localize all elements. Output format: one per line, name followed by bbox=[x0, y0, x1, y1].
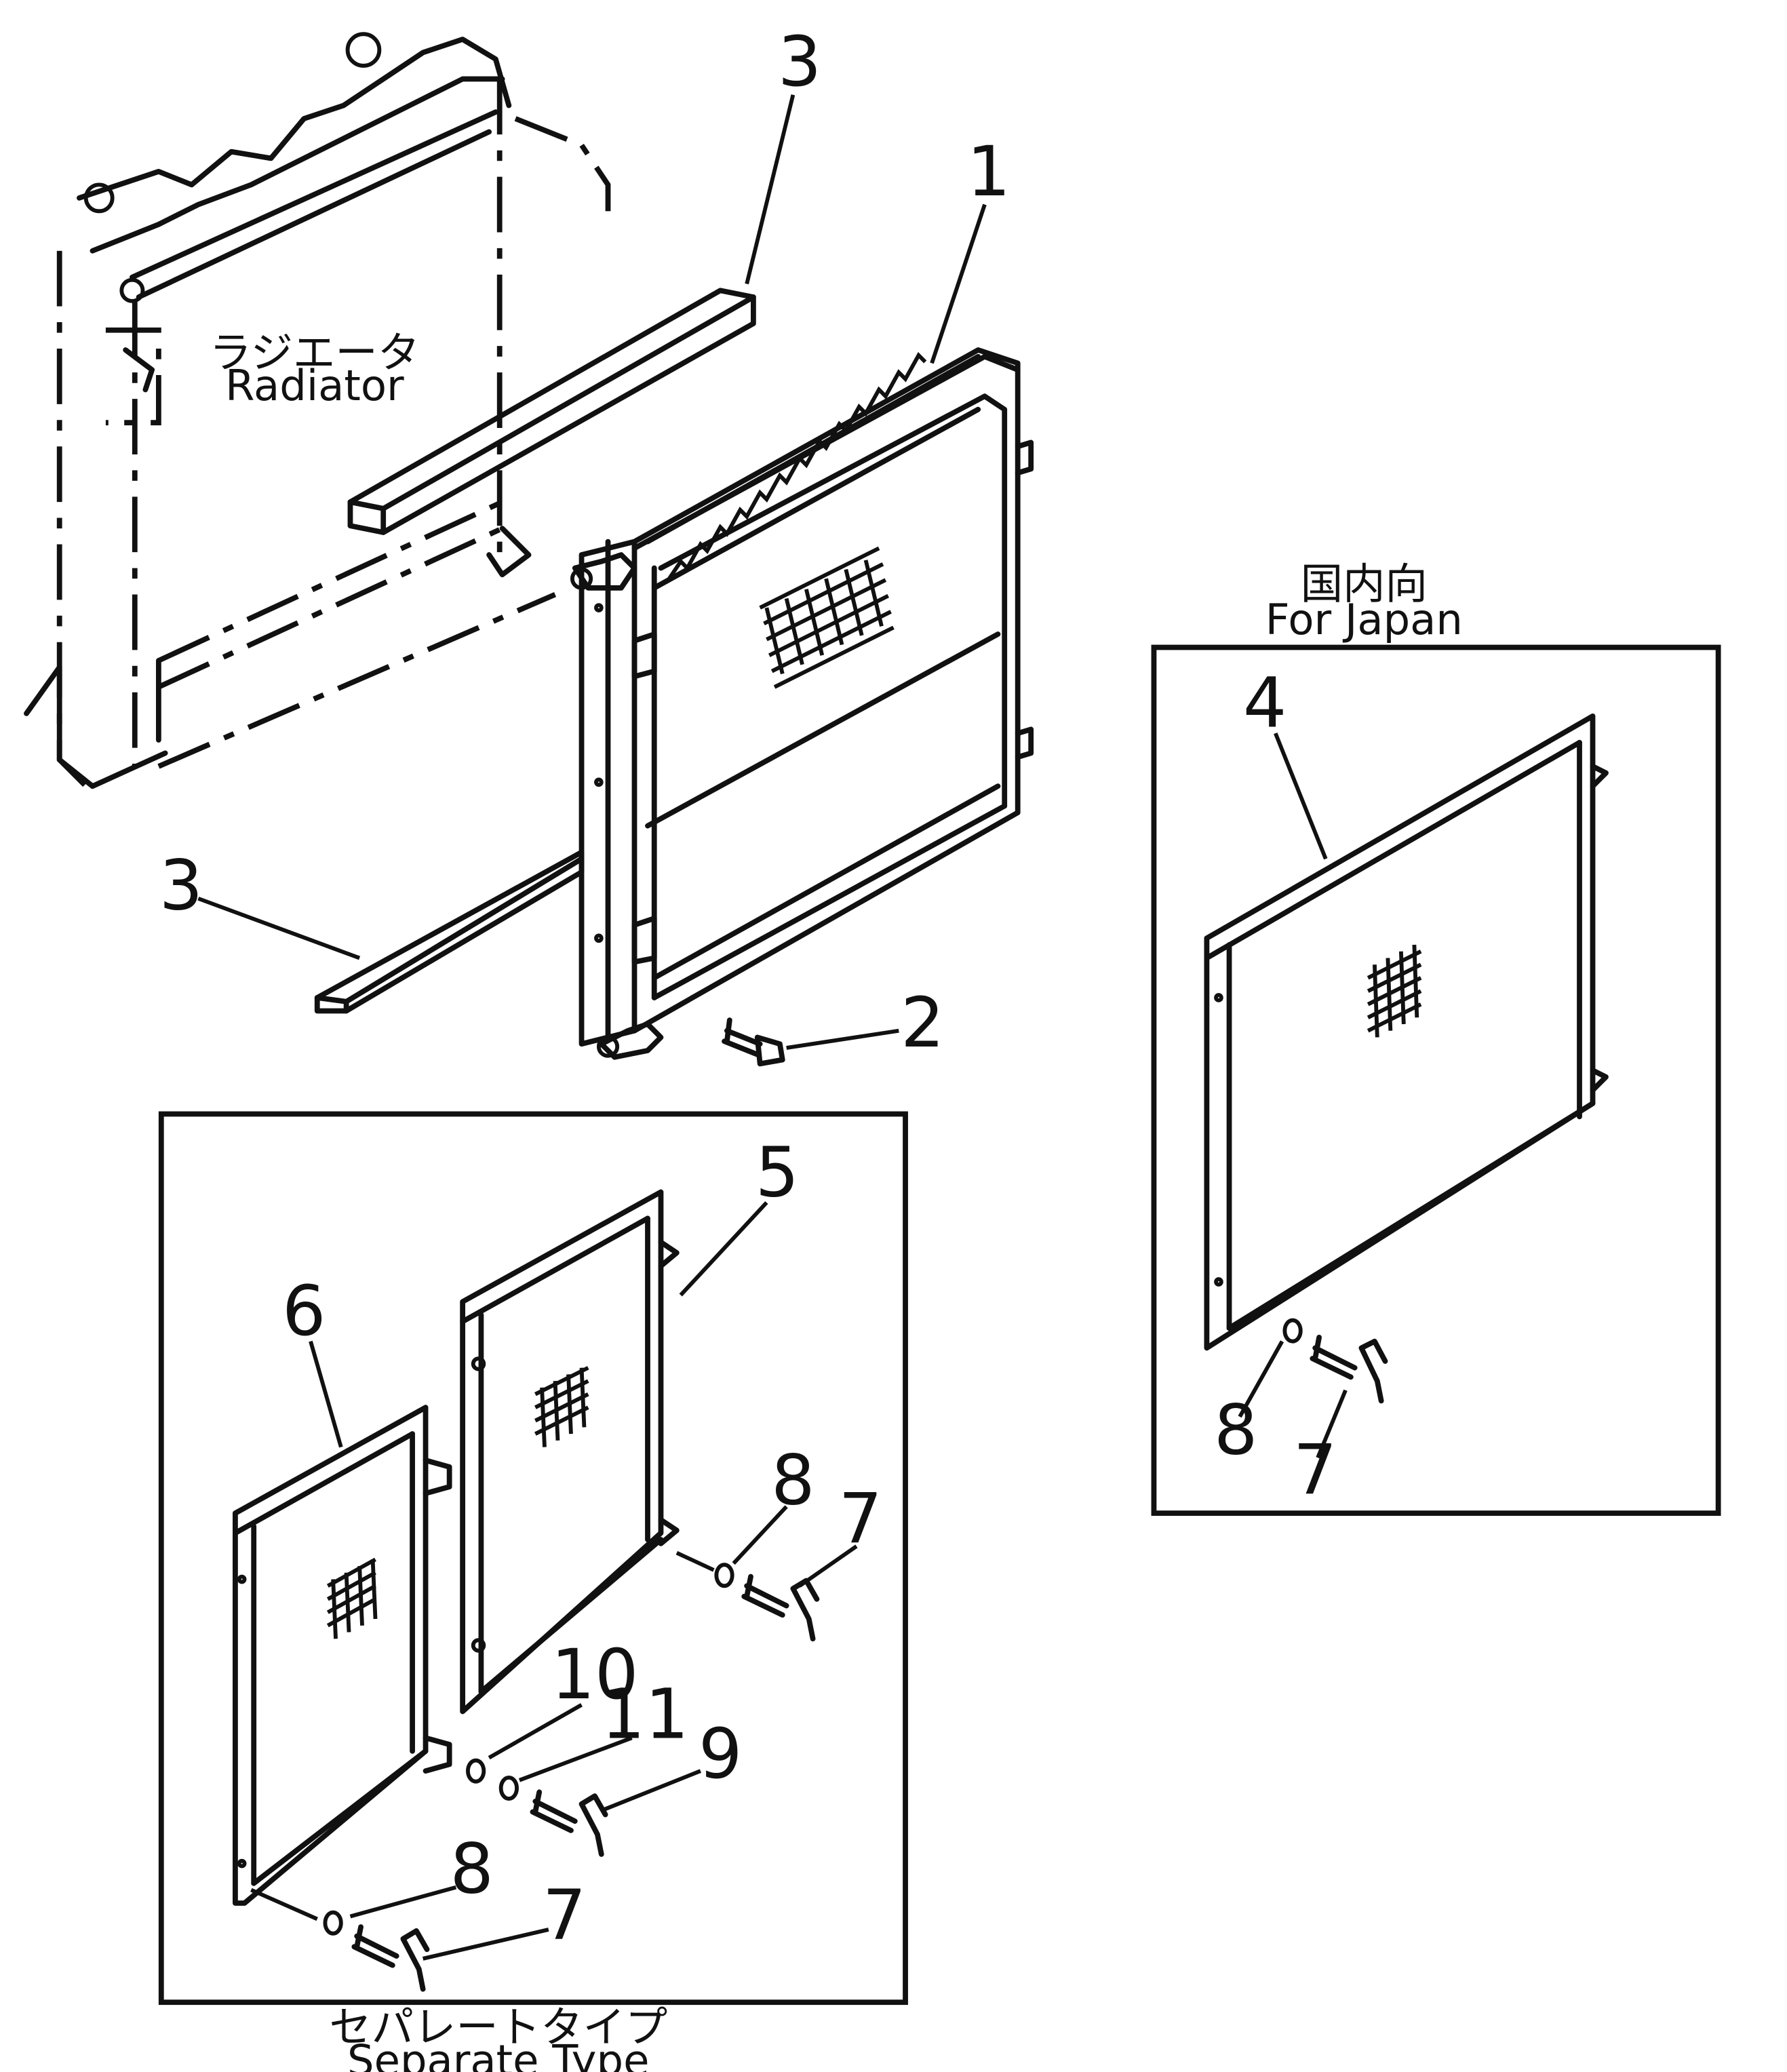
separate-type-label-en: Separate Type bbox=[347, 2035, 649, 2072]
separate-type-box bbox=[158, 1111, 908, 2006]
japan-wing-bolt bbox=[1310, 1334, 1388, 1404]
wing-bolt-part-9 bbox=[530, 1789, 608, 1857]
callout-10: 10 bbox=[551, 1635, 639, 1715]
bolt-part-2 bbox=[722, 1017, 785, 1067]
leader-lines bbox=[197, 94, 1348, 1961]
radiator-label-jp: ラジエータ bbox=[210, 328, 420, 377]
screen-part-5 bbox=[460, 1189, 680, 1715]
radiator-outline bbox=[24, 32, 611, 792]
callout-8-japan: 8 bbox=[1214, 1390, 1257, 1470]
japan-screen-part-4 bbox=[1204, 713, 1609, 1351]
japan-washer bbox=[1282, 1318, 1303, 1344]
callout-3-top: 3 bbox=[778, 22, 821, 102]
wing-bolt-lower bbox=[351, 1924, 430, 1992]
callout-1: 1 bbox=[967, 132, 1010, 212]
japan-label-en: For Japan bbox=[1265, 595, 1463, 644]
washer-upper bbox=[714, 1563, 734, 1588]
callout-4: 4 bbox=[1243, 663, 1287, 743]
callout-2: 2 bbox=[901, 983, 944, 1063]
callout-9: 9 bbox=[699, 1714, 742, 1794]
callout-8-upper: 8 bbox=[771, 1440, 814, 1520]
seal-bar-top bbox=[347, 288, 756, 535]
radiator-label-en: Radiator bbox=[225, 361, 404, 410]
washer-part-11 bbox=[498, 1775, 519, 1801]
callout-8-lower: 8 bbox=[450, 1829, 494, 1909]
japan-label-jp: 国内向 bbox=[1301, 559, 1428, 608]
callout-11: 11 bbox=[602, 1674, 689, 1754]
callout-6: 6 bbox=[282, 1271, 326, 1351]
callout-7-lower: 7 bbox=[543, 1875, 586, 1955]
screen-part-6 bbox=[233, 1405, 452, 1906]
separate-type-label-jp: セパレートタイプ bbox=[329, 2003, 667, 2052]
japan-box bbox=[1151, 644, 1721, 1516]
wing-bolt-upper bbox=[741, 1573, 820, 1642]
seal-bar-bottom bbox=[314, 849, 585, 1014]
callout-7-upper: 7 bbox=[839, 1479, 882, 1559]
callout-7-japan: 7 bbox=[1293, 1430, 1337, 1510]
callout-3-bottom: 3 bbox=[159, 845, 203, 925]
callout-5: 5 bbox=[755, 1132, 799, 1212]
washer-part-10 bbox=[466, 1758, 486, 1784]
washer-lower bbox=[323, 1910, 343, 1936]
oil-cooler-core bbox=[570, 347, 1034, 1060]
